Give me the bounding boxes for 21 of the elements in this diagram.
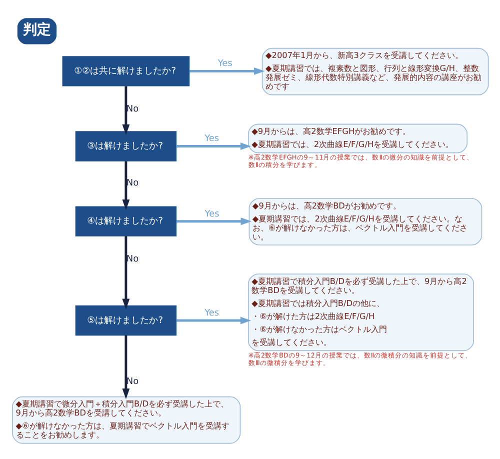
node-box: ③は解けましたか? [75, 131, 177, 162]
edge-label: Yes [218, 59, 232, 70]
arrow [122, 335, 130, 400]
diagram-title: 判定 [23, 22, 52, 38]
arrow [176, 218, 252, 226]
arrow [176, 316, 252, 324]
arrow [122, 236, 130, 310]
node-box: ④は解けましたか? [75, 206, 177, 236]
edge-label: Yes [204, 209, 220, 220]
edge-label: No [126, 104, 139, 114]
arrow [189, 67, 265, 75]
arrow [122, 161, 130, 210]
edge-label: No [126, 178, 139, 189]
node-box: ⑤は解けましたか? [75, 305, 177, 336]
node-box: ①②は共に解けましたか? [62, 56, 190, 86]
edge-label: Yes [204, 134, 220, 144]
edge-label: No [126, 254, 139, 265]
edge-label: Yes [204, 308, 220, 318]
arrow [176, 142, 252, 150]
edge-label: No [126, 376, 139, 387]
arrow [122, 86, 130, 136]
